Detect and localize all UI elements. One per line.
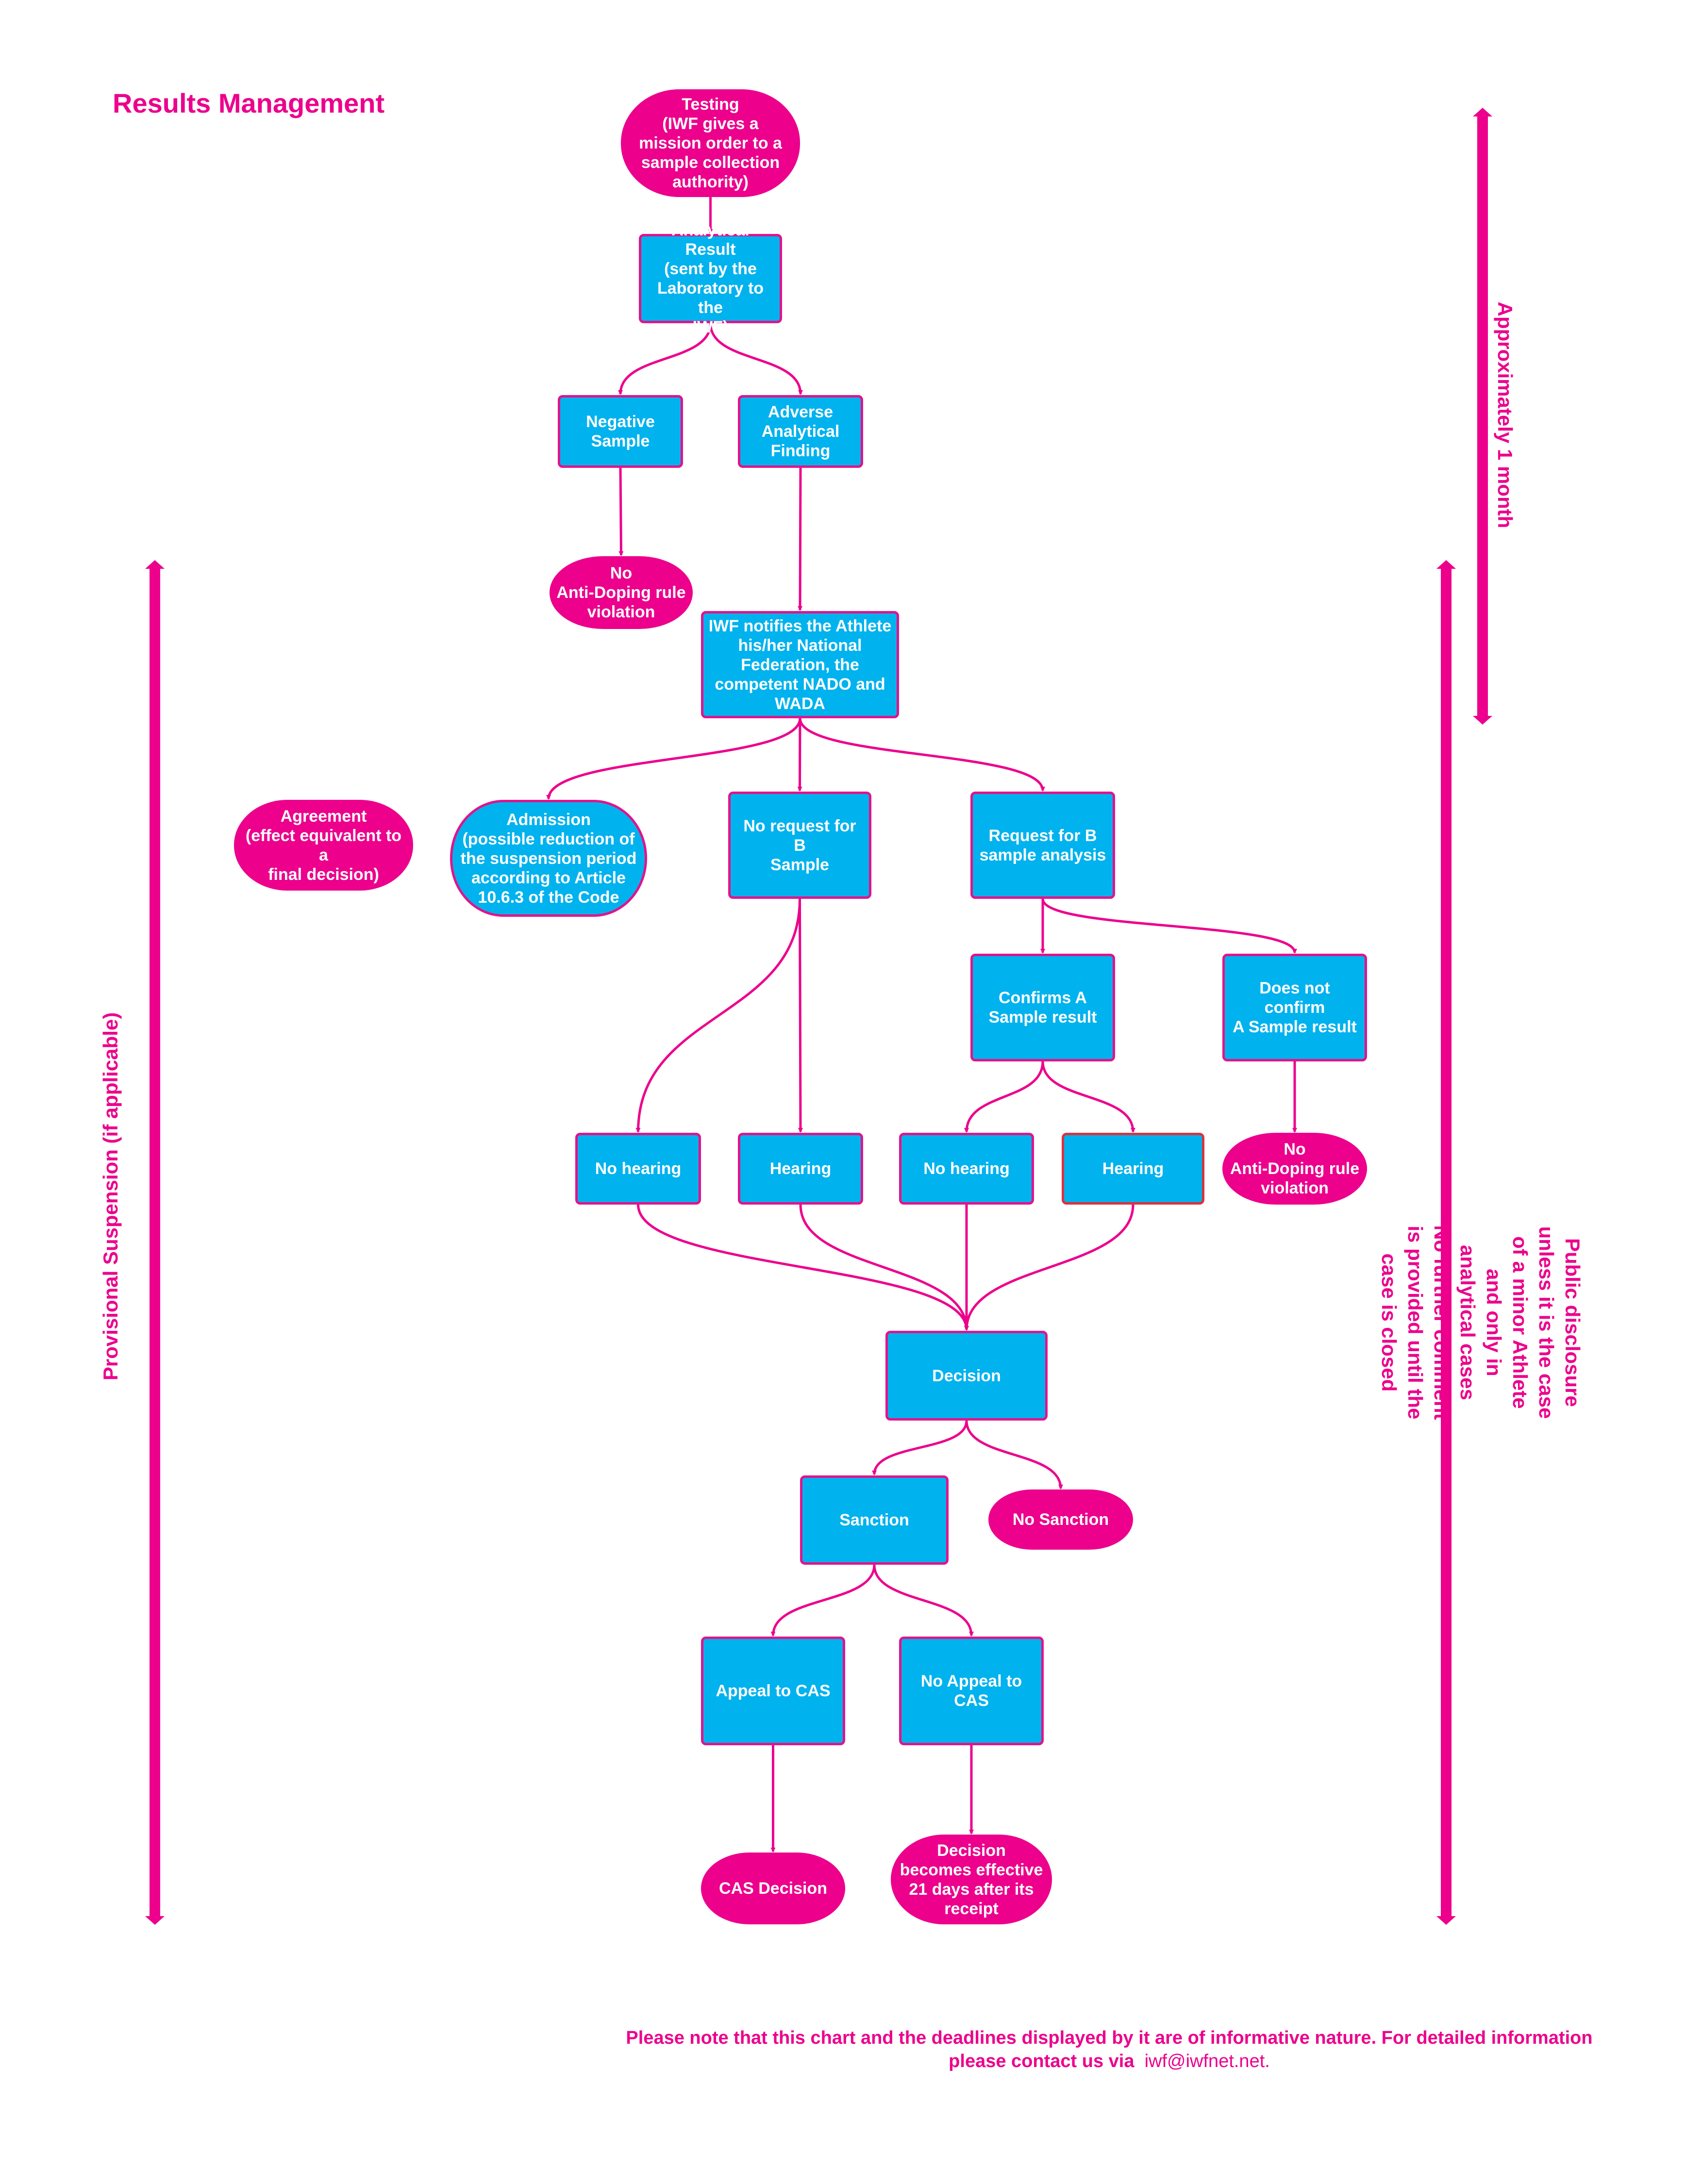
node-sanction: Sanction	[800, 1475, 949, 1565]
connector-request_b-to-not_confirm_a	[1041, 898, 1297, 954]
timeline-bars	[145, 108, 1492, 1925]
footer-note-line2: please contact us via iwf@iwfnet.net.	[597, 2050, 1621, 2073]
node-analytical-result: Analytical Result (sent by the Laborator…	[639, 221, 782, 336]
connector-no_request_b-to-hearing_1	[798, 898, 803, 1133]
connector-no_hearing_1-to-decision	[637, 1204, 969, 1331]
connector-iwf_notifies-to-admission	[546, 718, 801, 800]
page-title: Results Management	[113, 88, 385, 118]
public-disclosure-label: Public disclosure unless it is the case …	[1378, 1225, 1584, 1420]
node-not-confirm-a: Does not confirm A Sample result	[1222, 954, 1367, 1061]
connector-negative_sample-to-no_adrv_1	[618, 467, 624, 556]
node-confirms-a: Confirms A Sample result	[970, 954, 1115, 1061]
node-no-adrv-1: No Anti-Doping rule violation	[550, 556, 693, 629]
connector-confirms_a-to-hearing_2	[1041, 1061, 1135, 1133]
node-admission: Admission (possible reduction of the sus…	[450, 800, 647, 917]
connector-analytical_result-to-negative_sample	[618, 323, 712, 395]
node-no-appeal-cas: No Appeal to CAS	[899, 1637, 1044, 1745]
node-negative-sample: Negative Sample	[558, 395, 683, 468]
node-adverse-finding: Adverse Analytical Finding	[738, 395, 863, 468]
provisional-suspension-label: Provisional Suspension (if applicable)	[99, 1012, 122, 1381]
footer-email-link[interactable]: iwf@iwfnet.net.	[1144, 2051, 1270, 2071]
node-hearing-2: Hearing	[1062, 1133, 1204, 1205]
node-decision: Decision	[885, 1331, 1048, 1421]
approx-month-label: Approximately 1 month	[1494, 301, 1517, 529]
approx-month-bar	[1473, 108, 1492, 725]
connector-no_request_b-to-no_hearing_1	[635, 898, 801, 1133]
node-decision-effective: Decision becomes effective 21 days after…	[891, 1835, 1052, 1924]
footer-note-line1: Please note that this chart and the dead…	[626, 2028, 1593, 2048]
node-hearing-1: Hearing	[738, 1133, 863, 1205]
node-agreement: Agreement (effect equivalent to a final …	[234, 800, 413, 891]
node-no-hearing-1: No hearing	[575, 1133, 701, 1205]
node-cas-decision: CAS Decision	[701, 1853, 845, 1924]
node-no-adrv-2: No Anti-Doping rule violation	[1222, 1133, 1367, 1205]
connector-decision-to-sanction	[872, 1420, 968, 1475]
connector-hearing_2-to-decision	[964, 1204, 1134, 1331]
node-no-sanction: No Sanction	[988, 1489, 1133, 1550]
connector-iwf_notifies-to-request_b	[799, 718, 1045, 792]
connector-iwf_notifies-to-no_request_b	[797, 718, 802, 792]
node-iwf-notifies: IWF notifies the Athlete his/her Nationa…	[701, 611, 899, 718]
node-testing: Testing (IWF gives a mission order to a …	[621, 89, 800, 197]
footer-contact-text: please contact us via	[949, 2051, 1134, 2071]
node-no-request-b: No request for B Sample	[728, 792, 871, 899]
connector-sanction-to-appeal_cas	[770, 1564, 876, 1637]
footer-note: Please note that this chart and the dead…	[597, 2026, 1621, 2073]
provisional-suspension-bar	[145, 560, 165, 1925]
node-appeal-cas: Appeal to CAS	[701, 1637, 845, 1745]
connector-confirms_a-to-no_hearing_2	[964, 1061, 1044, 1133]
node-request-b: Request for B sample analysis	[970, 792, 1115, 899]
connector-sanction-to-no_appeal_cas	[873, 1564, 974, 1637]
public-disclosure-bar	[1436, 560, 1456, 1925]
connector-decision-to-no_sanction	[965, 1420, 1063, 1489]
connector-layer	[546, 197, 1297, 1853]
node-no-hearing-2: No hearing	[899, 1133, 1034, 1205]
connector-hearing_1-to-decision	[799, 1204, 969, 1331]
connector-analytical_result-to-adverse_finding	[709, 323, 803, 395]
connector-adverse_finding-to-iwf_notifies	[798, 467, 803, 611]
